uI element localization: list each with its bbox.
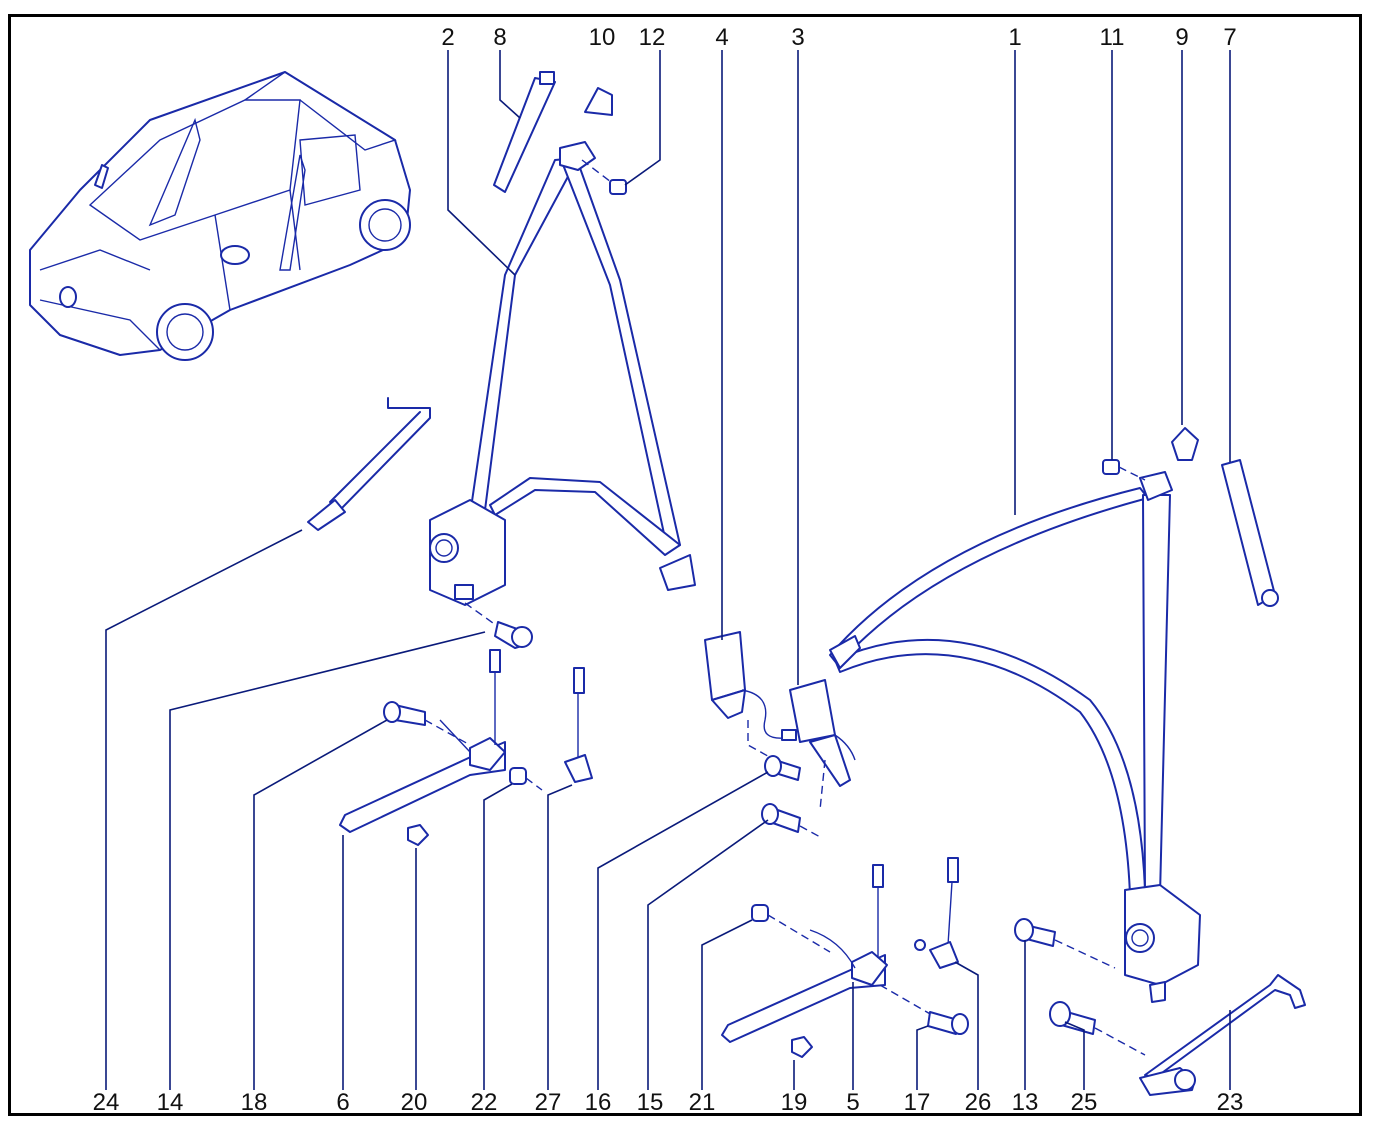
label-7: 7 bbox=[1223, 24, 1236, 51]
label-26: 26 bbox=[965, 1089, 992, 1116]
top-labels: 2 8 10 12 4 3 1 11 9 7 bbox=[441, 24, 1236, 51]
part-3-buckle bbox=[789, 679, 856, 811]
diagram-frame bbox=[8, 14, 1362, 1116]
label-24: 24 bbox=[93, 1089, 120, 1116]
label-13: 13 bbox=[1012, 1089, 1039, 1116]
part-26-stalk bbox=[914, 857, 959, 969]
part-25-bolt bbox=[1049, 1001, 1146, 1056]
label-20: 20 bbox=[401, 1089, 428, 1116]
part-16-bolt bbox=[764, 755, 801, 781]
label-15: 15 bbox=[637, 1089, 664, 1116]
car-illustration bbox=[29, 71, 411, 361]
label-3: 3 bbox=[791, 24, 804, 51]
label-25: 25 bbox=[1071, 1089, 1098, 1116]
label-1: 1 bbox=[1008, 24, 1021, 51]
label-21: 21 bbox=[689, 1089, 716, 1116]
label-27: 27 bbox=[535, 1089, 562, 1116]
part-4-buckle bbox=[704, 631, 797, 761]
label-19: 19 bbox=[781, 1089, 808, 1116]
part-24-guide-rod bbox=[307, 397, 431, 531]
label-11: 11 bbox=[1100, 24, 1125, 51]
label-8: 8 bbox=[493, 24, 506, 51]
label-4: 4 bbox=[715, 24, 728, 51]
part-15-bolt bbox=[761, 803, 823, 839]
label-6: 6 bbox=[336, 1089, 349, 1116]
leader-lines bbox=[105, 50, 1231, 1090]
part-11-nut bbox=[1102, 459, 1146, 481]
label-17: 17 bbox=[904, 1089, 931, 1116]
label-23: 23 bbox=[1217, 1089, 1244, 1116]
bottom-labels: 24 14 18 6 20 22 27 16 15 21 19 5 17 26 … bbox=[93, 1089, 1244, 1116]
part-23-guide-rod bbox=[1139, 974, 1306, 1096]
label-5: 5 bbox=[846, 1089, 859, 1116]
label-10: 10 bbox=[589, 24, 616, 51]
part-12-nut bbox=[581, 159, 627, 195]
part-27-stalk bbox=[564, 667, 593, 783]
right-belt-assembly bbox=[829, 471, 1201, 1003]
left-belt-assembly bbox=[429, 141, 696, 649]
part-13-bolt bbox=[1014, 918, 1116, 969]
left-lower-anchor-group bbox=[339, 649, 543, 846]
part-10-cap bbox=[584, 87, 613, 116]
part-8-height-adjuster bbox=[493, 71, 556, 193]
part-7-height-adjuster bbox=[1221, 459, 1279, 607]
label-12: 12 bbox=[639, 24, 666, 51]
right-lower-anchor-group bbox=[721, 864, 969, 1058]
label-18: 18 bbox=[241, 1089, 268, 1116]
label-22: 22 bbox=[471, 1089, 498, 1116]
part-9-cap bbox=[1171, 427, 1199, 461]
label-9: 9 bbox=[1175, 24, 1188, 51]
label-2: 2 bbox=[441, 24, 454, 51]
label-16: 16 bbox=[585, 1089, 612, 1116]
label-14: 14 bbox=[157, 1089, 184, 1116]
